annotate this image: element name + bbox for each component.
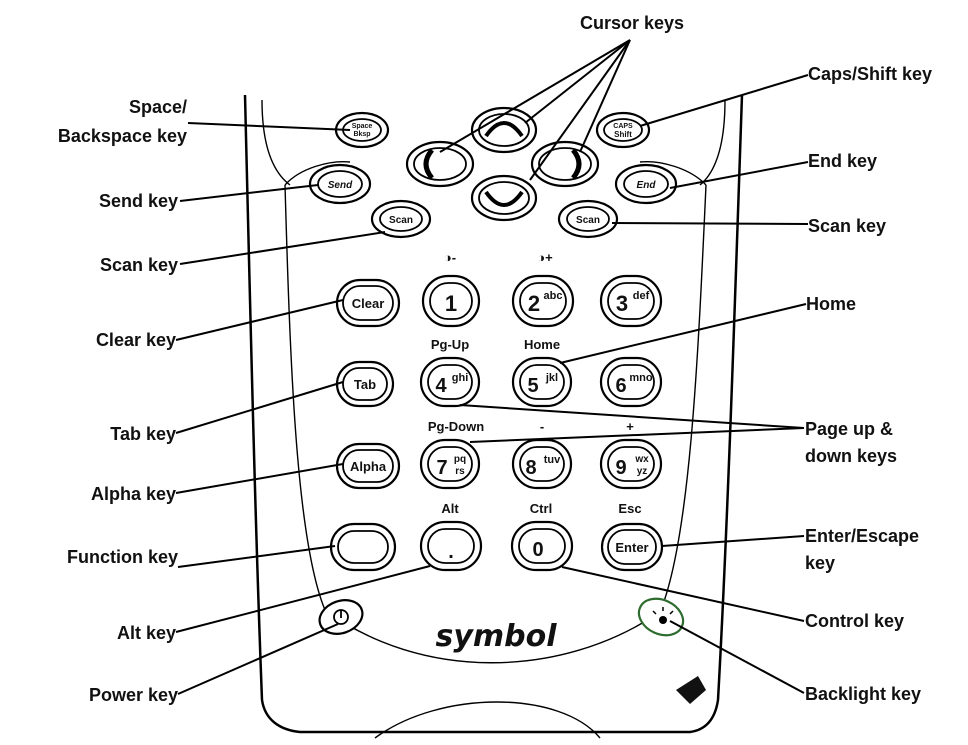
callout-space-backspace-line2: Backspace key	[58, 126, 187, 146]
function-key[interactable]	[329, 522, 397, 572]
end-key[interactable]: End	[614, 163, 678, 205]
key-7-text: 7	[436, 457, 447, 479]
callout-alt-key: Alt key	[117, 623, 176, 643]
scan-right-key-text: Scan	[576, 215, 600, 226]
key-7-sub-text: rs	[455, 466, 465, 477]
callout-scan-key-left: Scan key	[100, 255, 178, 275]
key-5-text: 5	[527, 375, 538, 397]
callout-control-key: Control key	[805, 611, 904, 631]
callout-tab-key: Tab key	[110, 424, 176, 444]
alpha-key[interactable]: Alpha	[335, 442, 401, 490]
space-key-text: Space	[352, 123, 373, 130]
alpha-key-text: Alpha	[350, 459, 387, 474]
callout-space-backspace-line1: Space/	[129, 97, 187, 117]
key-4-text: 4	[435, 375, 447, 397]
callout-caps-shift-key: Caps/Shift key	[808, 64, 932, 84]
pg-down-label: Pg-Down	[428, 419, 484, 434]
key-2-text: 2	[528, 291, 540, 316]
callout-function-key: Function key	[67, 547, 178, 567]
callout-send-key: Send key	[99, 191, 178, 211]
callout-backlight-key: Backlight key	[805, 684, 921, 704]
bksp-key-text: Bksp	[353, 131, 370, 138]
alt-dot-key[interactable]: .	[419, 520, 483, 572]
key-2[interactable]: 2 abc	[511, 274, 575, 328]
send-key[interactable]: Send	[308, 163, 372, 205]
key-4[interactable]: 4 ghi	[419, 356, 481, 408]
cursor-down-key[interactable]	[470, 174, 538, 222]
arrow-left-icon	[423, 148, 434, 180]
callout-home: Home	[806, 294, 856, 314]
enter-key[interactable]: Enter	[600, 522, 664, 572]
plus-label: +	[626, 419, 634, 434]
key-9-text: 9	[615, 457, 626, 479]
key-3-sup-text: def	[633, 290, 650, 302]
key-3[interactable]: 3 def	[599, 274, 663, 328]
callout-cursor-keys: Cursor keys	[580, 13, 684, 33]
key-2-sup-text: abc	[544, 290, 563, 302]
scan-key-right[interactable]: Scan	[557, 199, 619, 239]
arrow-down-icon	[484, 190, 524, 207]
key-6-text: 6	[615, 375, 626, 397]
leader-lines	[175, 39, 809, 695]
callout-clear-key: Clear key	[96, 330, 176, 350]
backlight-icon	[652, 607, 674, 624]
callout-power-key: Power key	[89, 685, 178, 705]
minus-label: -	[540, 419, 544, 434]
callout-end-key: End key	[808, 151, 877, 171]
key-3-text: 3	[616, 291, 628, 316]
key-8-text: 8	[525, 457, 536, 479]
key-8-sup-text: tuv	[544, 454, 561, 466]
enter-key-text: Enter	[615, 540, 648, 555]
arrow-right-icon	[571, 148, 582, 180]
callout-scan-key-right: Scan key	[808, 216, 886, 236]
pg-up-label: Pg-Up	[431, 337, 469, 352]
key-7[interactable]: 7 pq rs	[419, 438, 481, 490]
device-body	[243, 94, 744, 739]
alt-label: Alt	[441, 501, 459, 516]
send-key-text: Send	[328, 180, 353, 191]
tab-key[interactable]: Tab	[335, 360, 395, 408]
callout-enter-escape-line1: Enter/Escape	[805, 526, 919, 546]
callout-alpha-key: Alpha key	[91, 484, 176, 504]
esc-label: Esc	[618, 501, 641, 516]
power-key[interactable]	[315, 594, 367, 639]
key-9-sup-text: wx	[634, 454, 649, 465]
caps-shift-key[interactable]: CAPS Shift	[595, 111, 651, 149]
key-7-sup-text: pq	[454, 454, 466, 465]
end-key-text: End	[637, 180, 657, 191]
key-1[interactable]: 1	[421, 274, 481, 328]
ctrl-label: Ctrl	[530, 501, 552, 516]
key-5[interactable]: 5 jkl	[511, 356, 573, 408]
brand-mark-icon	[676, 676, 706, 704]
clear-key-text: Clear	[352, 296, 385, 311]
key-8[interactable]: 8 tuv	[511, 438, 573, 490]
cursor-left-key[interactable]	[405, 140, 475, 188]
ctrl-zero-key[interactable]: 0	[510, 520, 574, 572]
contrast-up-label: ◑+	[537, 250, 553, 265]
key-9-sub-text: yz	[637, 466, 648, 477]
shift-key-text: Shift	[614, 130, 632, 139]
scan-key-left[interactable]: Scan	[370, 199, 432, 239]
key-1-text: 1	[445, 291, 457, 316]
callout-enter-escape-line2: key	[805, 553, 835, 573]
key-4-sup-text: ghi	[452, 372, 469, 384]
arrow-up-icon	[484, 121, 524, 138]
key-9[interactable]: 9 wx yz	[599, 438, 663, 490]
callout-page-updown-line1: Page up &	[805, 419, 893, 439]
key-6[interactable]: 6 mno	[599, 356, 663, 408]
tab-key-text: Tab	[354, 377, 376, 392]
scan-left-key-text: Scan	[389, 215, 413, 226]
key-5-sup-text: jkl	[545, 372, 558, 384]
brand-logo: symbol	[435, 619, 557, 654]
clear-key[interactable]: Clear	[335, 278, 401, 328]
dot-key-text: .	[448, 541, 454, 563]
caps-key-text: CAPS	[613, 123, 633, 130]
callout-page-updown-line2: down keys	[805, 446, 897, 466]
key-6-sup-text: mno	[629, 372, 653, 384]
home-label: Home	[524, 337, 560, 352]
zero-key-text: 0	[532, 539, 543, 561]
contrast-down-label: ◑-	[444, 250, 456, 265]
